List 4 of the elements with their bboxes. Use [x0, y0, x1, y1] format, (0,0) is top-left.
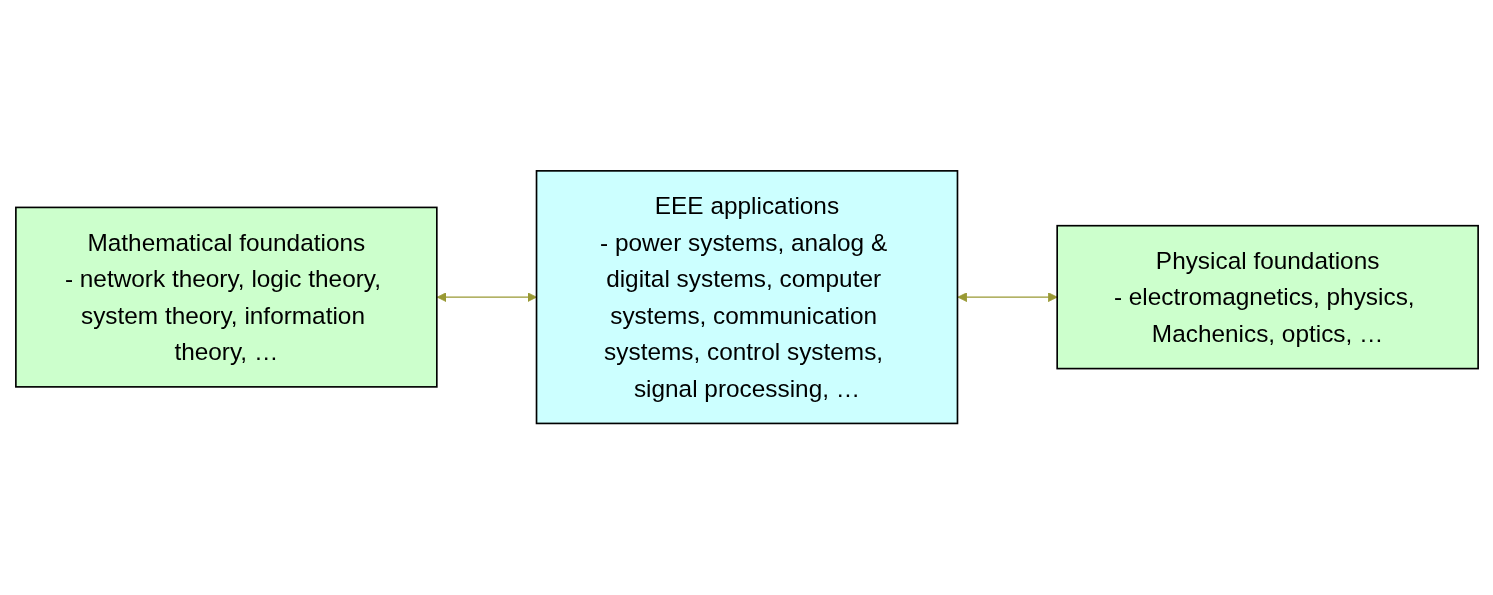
node-box: Mathematical foundations - network theory, logic theory, system theory, information theory, … — [14, 206, 438, 389]
arrow — [436, 292, 537, 303]
node-box: EEE applications - power systems, analog & digital systems, computer systems, communication systems, control systems, signal processing, … — [535, 170, 958, 425]
node-box: Physical foundations - electromagnetics, physics, Machenics, optics, … — [1055, 225, 1479, 370]
